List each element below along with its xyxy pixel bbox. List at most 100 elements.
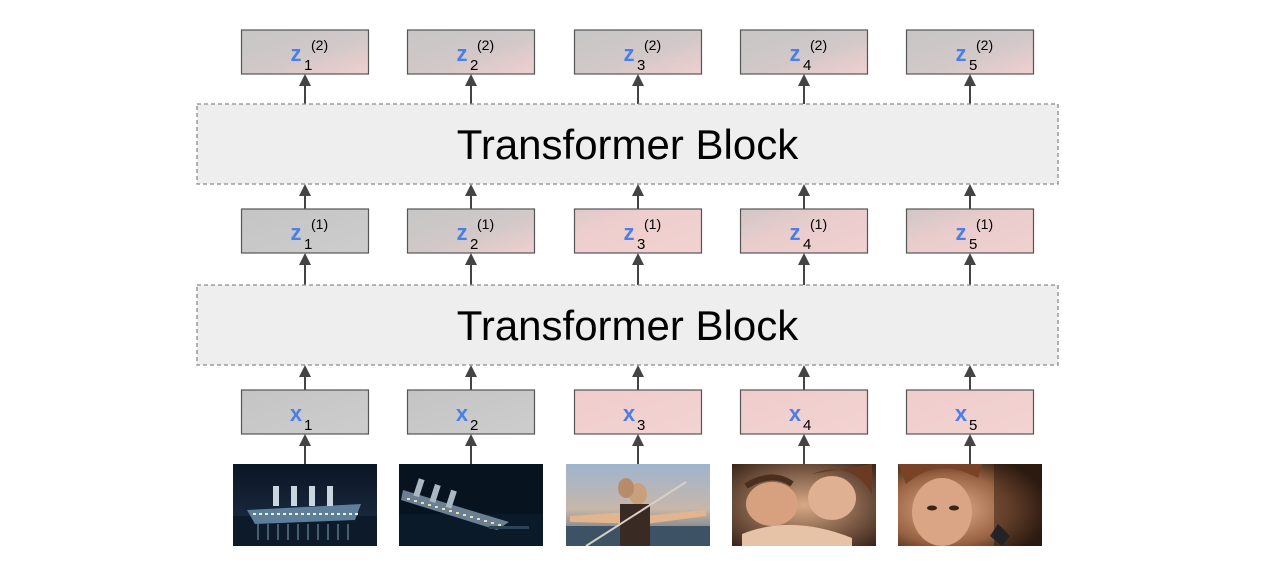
token-box <box>240 208 370 254</box>
arrow-block2-to-z2-1 <box>299 74 311 104</box>
token-box <box>406 208 536 254</box>
arrow-frame-to-input-4 <box>798 434 810 464</box>
token-subscript: 4 <box>803 236 811 253</box>
token-box <box>905 208 1035 254</box>
token-letter: x <box>290 401 303 426</box>
token-superscript: (2) <box>810 37 827 53</box>
token-superscript: (1) <box>976 216 993 232</box>
token-box <box>406 389 536 435</box>
token-superscript: (1) <box>810 216 827 232</box>
token-subscript: 4 <box>803 57 811 74</box>
token-subscript: 5 <box>969 417 977 434</box>
token-box <box>573 208 703 254</box>
transformer-block-1: Transformer Block <box>196 284 1059 366</box>
arrow-input-to-block1-4 <box>798 365 810 390</box>
arrow-input-to-block1-2 <box>465 365 477 390</box>
video-frame-5 <box>898 464 1042 546</box>
token-box <box>573 29 703 75</box>
token-subscript: 5 <box>969 57 977 74</box>
arrow-frame-to-input-1 <box>299 434 311 464</box>
token-subscript: 4 <box>803 417 811 434</box>
arrow-block2-to-z2-4 <box>798 74 810 104</box>
token-subscript: 2 <box>470 236 478 253</box>
transformer-block-box <box>196 284 1059 366</box>
token-superscript: (2) <box>311 37 328 53</box>
token-subscript: 1 <box>304 57 312 74</box>
token-subscript: 2 <box>470 417 478 434</box>
token-letter: z <box>790 220 801 245</box>
token-letter: z <box>624 220 635 245</box>
token-box <box>739 389 869 435</box>
arrow-block2-to-z2-3 <box>632 74 644 104</box>
token-letter: z <box>956 220 967 245</box>
arrow-z1-to-block2-2 <box>465 184 477 209</box>
token-letter: z <box>457 41 468 66</box>
video-frame-3 <box>566 464 710 546</box>
video-frame-2 <box>399 464 543 546</box>
token-letter: z <box>291 41 302 66</box>
token-box <box>240 389 370 435</box>
arrow-block1-to-z1-1 <box>299 253 311 285</box>
token-box <box>739 208 869 254</box>
token-letter: x <box>955 401 968 426</box>
arrow-block1-to-z1-4 <box>798 253 810 285</box>
token-subscript: 5 <box>969 236 977 253</box>
token-subscript: 2 <box>470 57 478 74</box>
arrow-frame-to-input-5 <box>964 434 976 464</box>
transformer-block-label: Transformer Block <box>457 121 800 168</box>
arrow-block1-to-z1-3 <box>632 253 644 285</box>
token-superscript: (2) <box>976 37 993 53</box>
video-frame-1 <box>233 464 377 546</box>
transformer-block-box <box>196 103 1059 185</box>
token-letter: z <box>624 41 635 66</box>
token-letter: z <box>457 220 468 245</box>
token-letter: x <box>623 401 636 426</box>
token-box <box>905 389 1035 435</box>
token-letter: x <box>456 401 469 426</box>
arrow-input-to-block1-3 <box>632 365 644 390</box>
token-subscript: 3 <box>637 417 645 434</box>
arrow-input-to-block1-1 <box>299 365 311 390</box>
arrow-frame-to-input-3 <box>632 434 644 464</box>
token-superscript: (1) <box>477 216 494 232</box>
token-superscript: (2) <box>477 37 494 53</box>
token-letter: z <box>291 220 302 245</box>
video-frame-4 <box>732 464 876 546</box>
token-subscript: 3 <box>637 236 645 253</box>
arrow-frame-to-input-2 <box>465 434 477 464</box>
token-subscript: 1 <box>304 236 312 253</box>
token-subscript: 3 <box>637 57 645 74</box>
arrow-input-to-block1-5 <box>964 365 976 390</box>
token-box <box>905 29 1035 75</box>
arrow-block2-to-z2-2 <box>465 74 477 104</box>
arrow-z1-to-block2-1 <box>299 184 311 209</box>
transformer-block-2: Transformer Block <box>196 103 1059 185</box>
token-superscript: (1) <box>644 216 661 232</box>
token-box <box>739 29 869 75</box>
transformer-block-label: Transformer Block <box>457 302 800 349</box>
token-box <box>573 389 703 435</box>
token-superscript: (1) <box>311 216 328 232</box>
token-box <box>406 29 536 75</box>
arrow-z1-to-block2-4 <box>798 184 810 209</box>
token-subscript: 1 <box>304 417 312 434</box>
token-box <box>240 29 370 75</box>
token-letter: z <box>956 41 967 66</box>
arrow-block2-to-z2-5 <box>964 74 976 104</box>
arrow-block1-to-z1-5 <box>964 253 976 285</box>
